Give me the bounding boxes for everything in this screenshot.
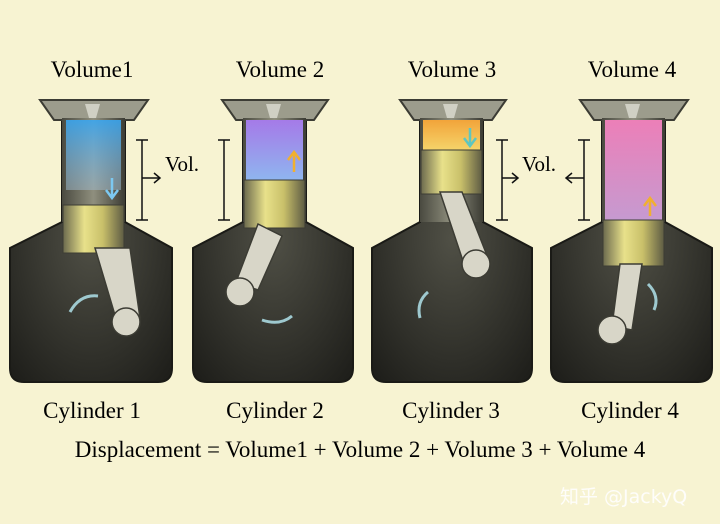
cylinder-4 <box>550 99 713 383</box>
volume-bracket-1 <box>136 139 162 221</box>
cylinder-1 <box>9 99 173 383</box>
volume-bracket-3 <box>496 139 520 221</box>
cylinder-label-3: Cylinder 3 <box>402 398 500 423</box>
volume-label-3: Volume 3 <box>407 57 497 82</box>
cylinder-label-2: Cylinder 2 <box>226 398 324 423</box>
volume-bracket-2 <box>218 139 230 221</box>
volume-bracket-4 <box>564 139 590 221</box>
displacement-formula: Displacement = Volume1 + Volume 2 + Volu… <box>74 437 646 462</box>
cylinder-label-4: Cylinder 4 <box>581 398 679 423</box>
cylinder-3 <box>371 99 533 383</box>
volume-label-1: Volume1 <box>50 57 134 82</box>
vol-label-right: Vol. <box>522 152 557 176</box>
watermark: 知乎 @JackyQ <box>560 486 688 508</box>
cylinder-label-1: Cylinder 1 <box>43 398 141 423</box>
volume-label-2: Volume 2 <box>235 57 325 82</box>
cylinder-2 <box>192 99 354 383</box>
volume-label-4: Volume 4 <box>587 57 677 82</box>
vol-label-left: Vol. <box>165 152 200 176</box>
